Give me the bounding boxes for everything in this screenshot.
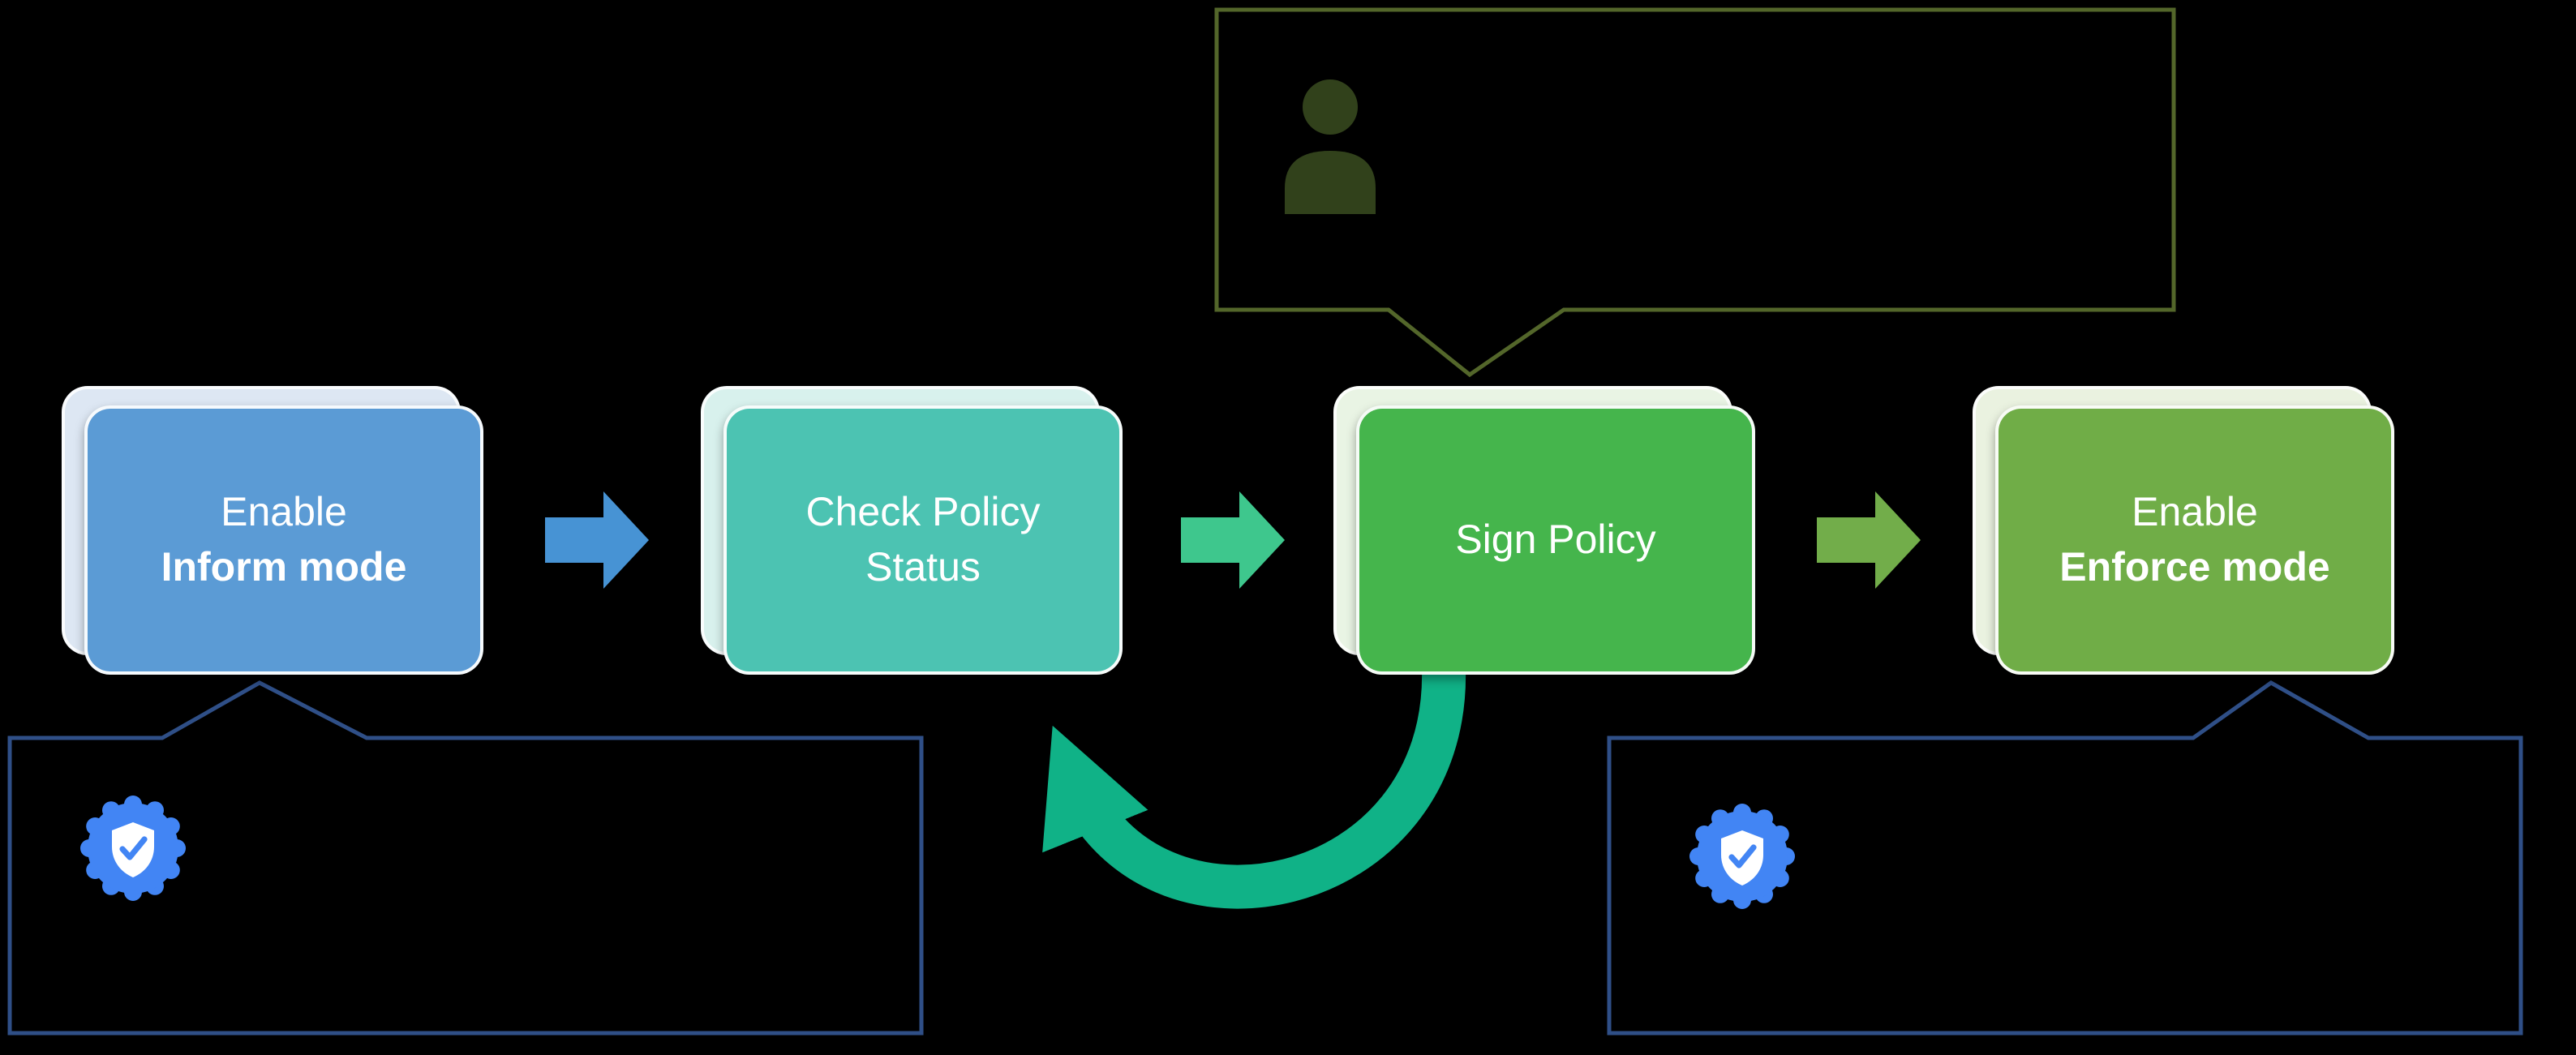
callout-bottom-right-box — [1607, 680, 2523, 1036]
flow-box-sign-policy: Sign Policy — [1356, 405, 1755, 675]
arrow-right-icon — [545, 491, 649, 589]
person-icon — [1285, 79, 1376, 214]
flow-box-label: Enforce mode — [2059, 545, 2330, 590]
flow-box-enforce-mode: Enable Enforce mode — [1995, 405, 2394, 675]
flow-box-inform-mode: Enable Inform mode — [84, 405, 483, 675]
flow-box-label: Check Policy — [805, 490, 1041, 535]
flow-box-label: Status — [865, 545, 981, 590]
arrow-right-icon — [1181, 491, 1285, 589]
arrow-right-icon — [1817, 491, 1921, 589]
shield-check-icon — [1689, 804, 1795, 909]
callout-bottom-left-box — [7, 680, 924, 1036]
flow-box-check-policy-status: Check Policy Status — [723, 405, 1123, 675]
flow-box-label: Enable — [221, 490, 347, 535]
loop-arrow-icon — [1042, 667, 1466, 909]
callout-top-box — [1214, 7, 2176, 378]
flow-box-label: Enable — [2132, 490, 2258, 535]
shield-check-icon — [80, 796, 186, 901]
flow-box-label: Inform mode — [161, 545, 407, 590]
flow-box-label: Sign Policy — [1455, 517, 1656, 563]
